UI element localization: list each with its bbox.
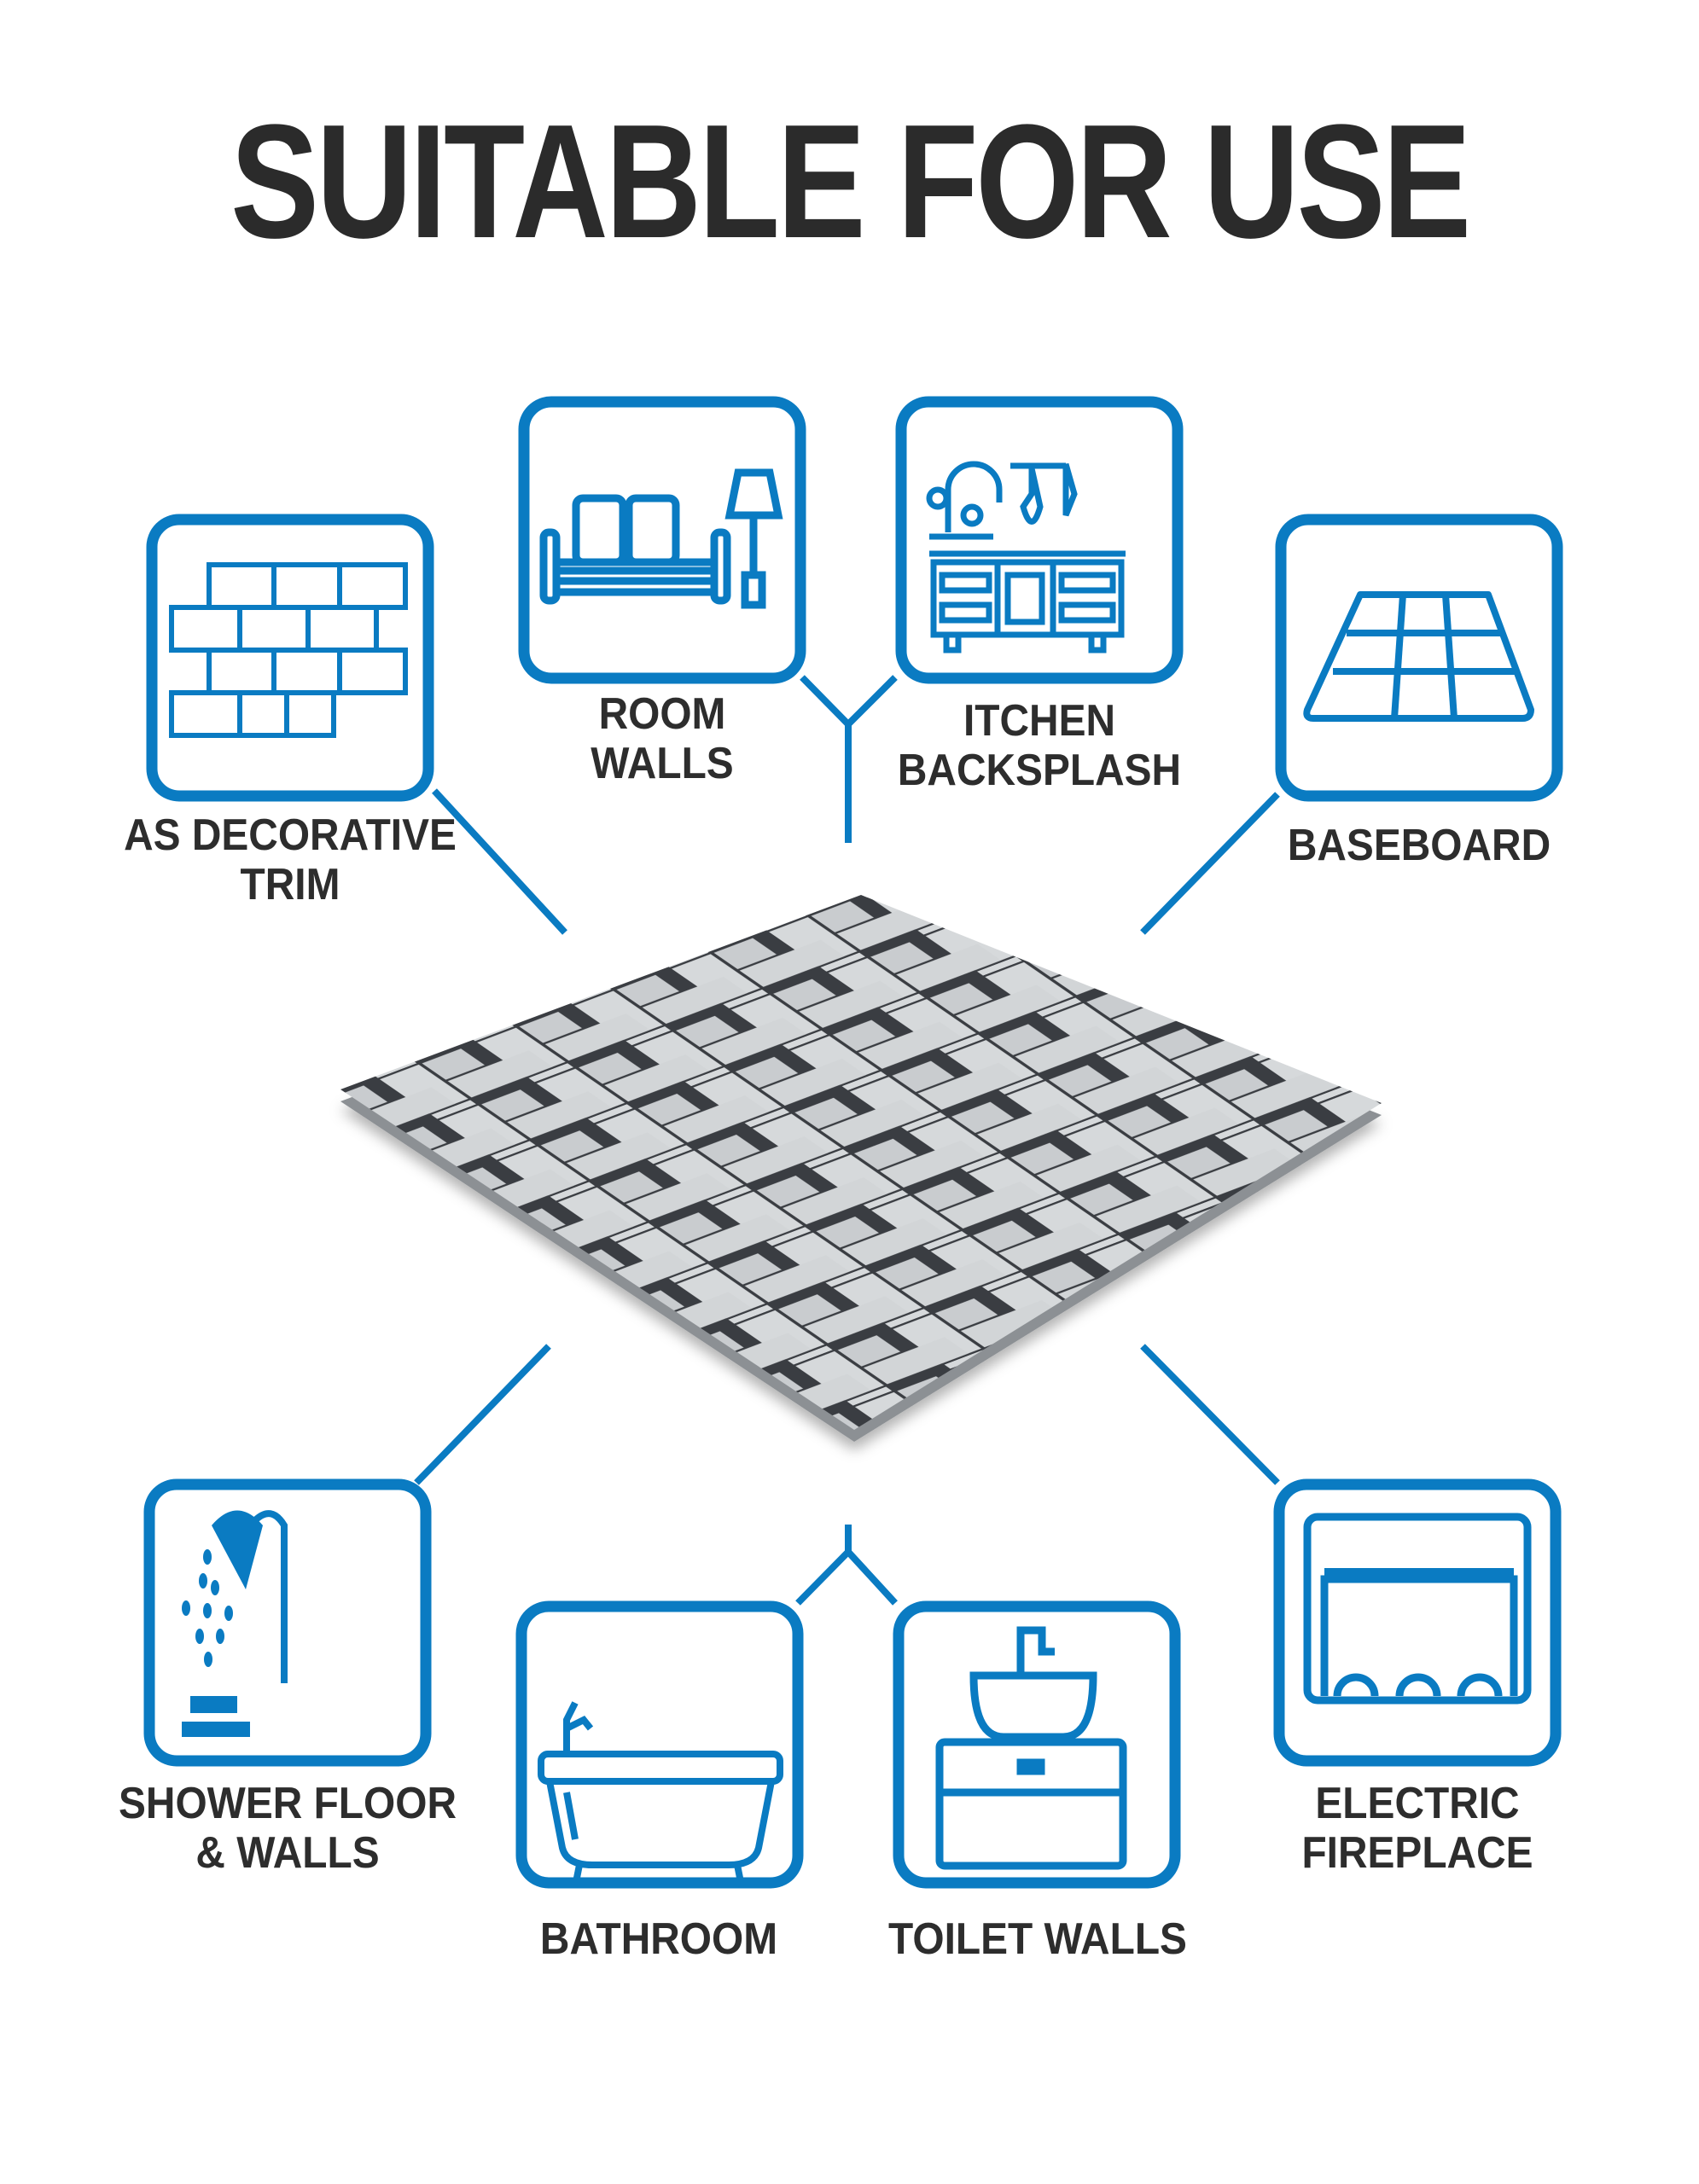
use-box-toilet-walls bbox=[893, 1600, 1181, 1889]
connector-line bbox=[414, 1344, 551, 1485]
label-line: ELECTRIC bbox=[1315, 1779, 1520, 1828]
label-line: ITCHEN bbox=[963, 696, 1116, 746]
kitchen-counter-icon bbox=[926, 461, 1126, 653]
label-line: AS DECORATIVE bbox=[124, 810, 457, 860]
use-box-bathroom bbox=[515, 1600, 804, 1889]
use-box-decorative-trim bbox=[146, 514, 434, 802]
label-line: FIREPLACE bbox=[1301, 1828, 1533, 1878]
label-line: BATHROOM bbox=[539, 1914, 778, 1964]
label-line: WALLS bbox=[591, 739, 734, 788]
bathtub-icon bbox=[538, 1701, 783, 1887]
shower-icon bbox=[182, 1510, 288, 1737]
label-line: & WALLS bbox=[195, 1828, 380, 1878]
use-box-baseboard bbox=[1275, 514, 1563, 802]
label-line: SHOWER FLOOR bbox=[118, 1779, 457, 1828]
connector-line bbox=[1140, 792, 1280, 935]
label-line: BACKSPLASH bbox=[897, 746, 1182, 795]
brick-wall-icon bbox=[169, 562, 408, 738]
connector-line bbox=[1140, 1344, 1280, 1485]
use-label-shower: SHOWER FLOOR& WALLS bbox=[91, 1779, 484, 1878]
use-label-toilet-walls: TOILET WALLS bbox=[841, 1914, 1234, 1964]
label-line: BASEBOARD bbox=[1287, 821, 1551, 870]
connector-line bbox=[795, 1547, 898, 1606]
floor-tiles-icon bbox=[1303, 591, 1534, 722]
use-label-bathroom: BATHROOM bbox=[463, 1914, 855, 1964]
label-line: TOILET WALLS bbox=[888, 1914, 1187, 1964]
page-title: SUITABLE FOR USE bbox=[230, 91, 1471, 272]
use-box-shower bbox=[143, 1478, 432, 1767]
label-line: ROOM bbox=[598, 689, 726, 739]
use-box-room-walls bbox=[518, 396, 806, 684]
connector-line bbox=[432, 788, 567, 935]
use-box-fireplace bbox=[1273, 1478, 1562, 1767]
use-label-baseboard: BASEBOARD bbox=[1223, 821, 1615, 870]
use-box-kitchen-backsplash bbox=[895, 396, 1184, 684]
fireplace-icon bbox=[1303, 1513, 1532, 1705]
vanity-sink-icon bbox=[935, 1626, 1127, 1870]
sofa-lamp-icon bbox=[539, 468, 783, 609]
label-line: TRIM bbox=[240, 860, 340, 909]
